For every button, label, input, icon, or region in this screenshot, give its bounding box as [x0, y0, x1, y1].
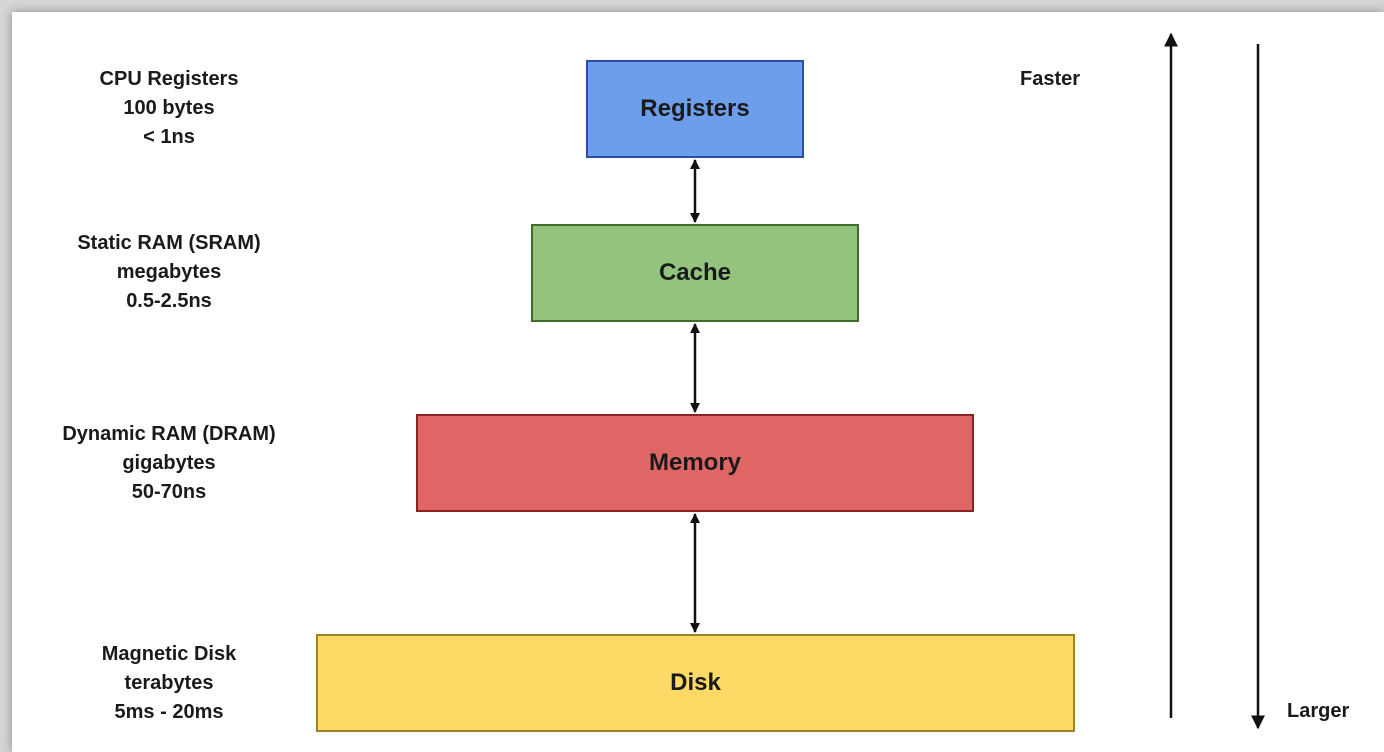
label-cache-size: megabytes: [116, 261, 222, 283]
block-registers-label: Registers: [640, 95, 750, 122]
larger-label: Larger: [1287, 700, 1350, 722]
label-cache-tech: Static RAM (SRAM): [77, 232, 261, 254]
label-disk: Magnetic Disk terabytes 5ms - 20ms: [19, 640, 319, 727]
label-registers: CPU Registers 100 bytes < 1ns: [19, 65, 319, 152]
label-cache: Static RAM (SRAM) megabytes 0.5-2.5ns: [19, 229, 319, 316]
label-memory-latency: 50-70ns: [131, 481, 207, 503]
label-cache-latency: 0.5-2.5ns: [126, 290, 212, 312]
label-registers-size: 100 bytes: [123, 97, 215, 119]
label-memory-tech: Dynamic RAM (DRAM): [62, 423, 276, 445]
label-memory-size: gigabytes: [122, 452, 216, 474]
block-memory-label: Memory: [648, 449, 742, 476]
block-registers: Registers: [586, 60, 804, 158]
block-memory: Memory: [416, 414, 974, 512]
label-registers-latency: < 1ns: [143, 126, 195, 148]
label-disk-tech: Magnetic Disk: [101, 643, 237, 665]
label-disk-latency: 5ms - 20ms: [114, 701, 224, 723]
label-registers-tech: CPU Registers: [99, 68, 239, 90]
block-disk: Disk: [316, 634, 1075, 732]
block-cache: Cache: [531, 224, 859, 322]
label-memory: Dynamic RAM (DRAM) gigabytes 50-70ns: [19, 420, 319, 507]
block-cache-label: Cache: [658, 259, 732, 286]
label-disk-size: terabytes: [124, 672, 214, 694]
faster-label: Faster: [1020, 68, 1081, 90]
block-disk-label: Disk: [670, 669, 721, 696]
